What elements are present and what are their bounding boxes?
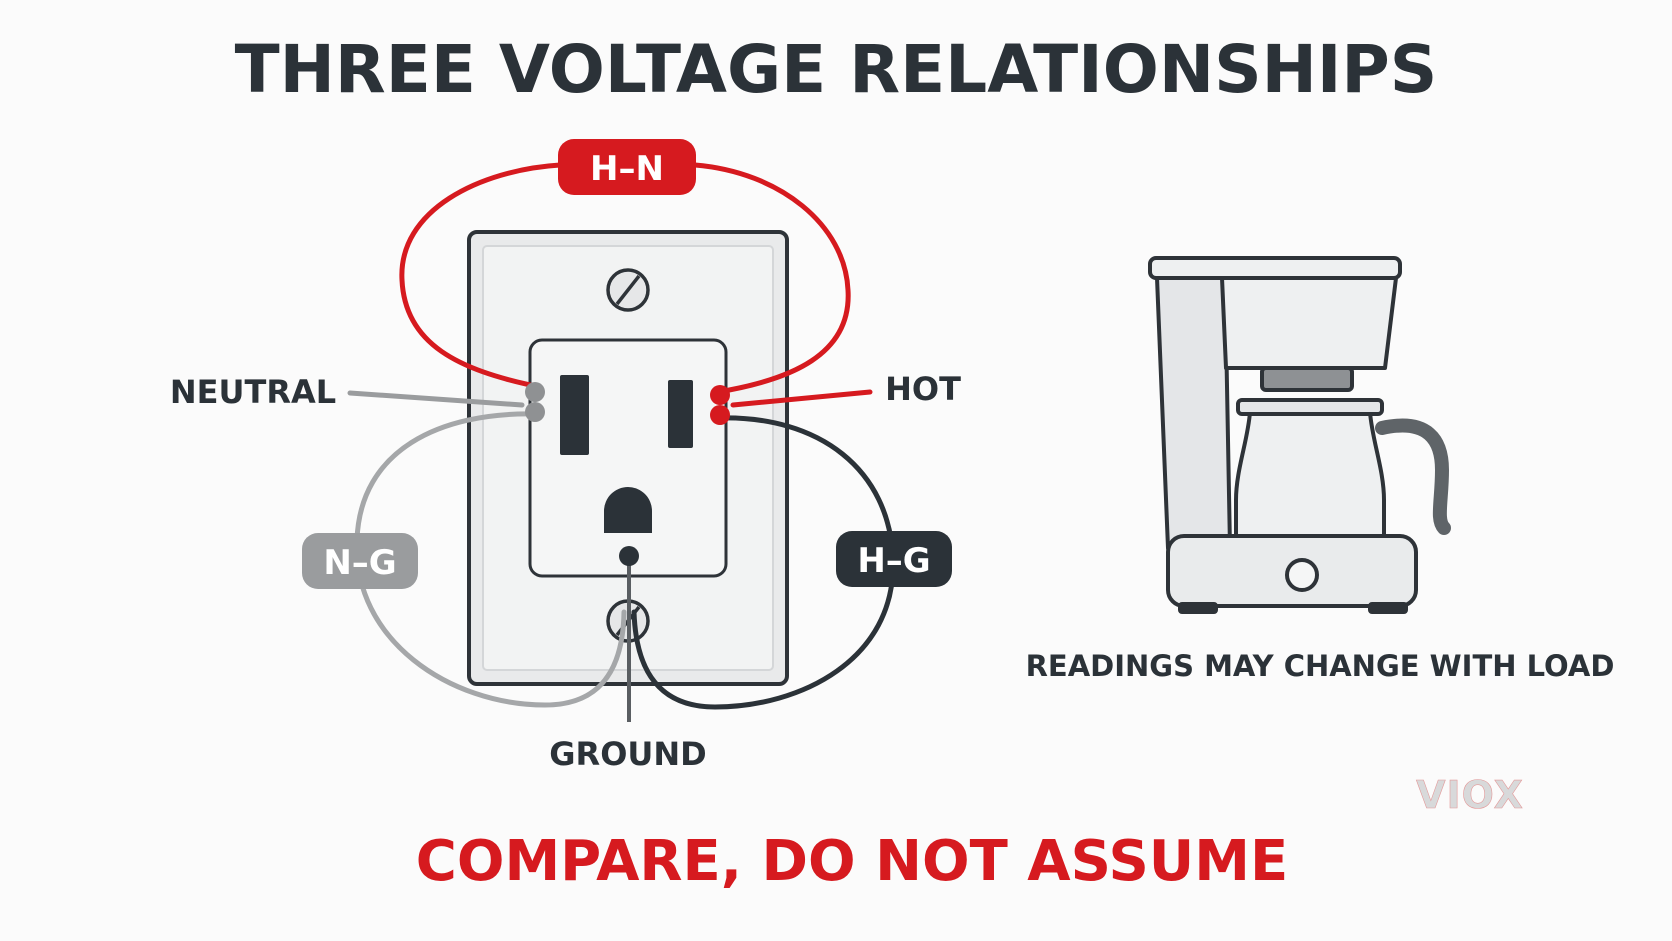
hot-ground-wire xyxy=(631,415,896,710)
appliance-note: READINGS MAY CHANGE WITH LOAD xyxy=(1026,649,1615,683)
svg-text:H–N: H–N xyxy=(590,149,664,189)
ground-probe xyxy=(619,546,639,722)
top-screw-icon xyxy=(606,268,650,312)
neutral-ground-pill: N–G xyxy=(302,533,418,589)
svg-text:H–G: H–G xyxy=(857,541,930,581)
hot-slot xyxy=(668,380,693,448)
hot-probe xyxy=(710,385,873,425)
footer-slogan: COMPARE, DO NOT ASSUME xyxy=(416,829,1289,894)
neutral-slot xyxy=(560,375,589,455)
svg-text:N–G: N–G xyxy=(323,543,396,583)
neutral-probe xyxy=(347,382,545,422)
coffee-maker-icon xyxy=(1148,256,1451,614)
page-title: THREE VOLTAGE RELATIONSHIPS xyxy=(235,31,1438,108)
ground-label: GROUND xyxy=(549,735,706,773)
svg-text:VIOX: VIOX xyxy=(1416,773,1524,817)
receptacle-face xyxy=(528,338,728,578)
hot-label: HOT xyxy=(885,370,961,408)
neutral-ground-wire xyxy=(354,411,627,708)
hot-neutral-wire xyxy=(399,162,851,395)
viox-logo: VIOX xyxy=(1416,773,1524,818)
hot-neutral-pill: H–N xyxy=(558,139,696,195)
neutral-label: NEUTRAL xyxy=(170,373,336,411)
ground-hole xyxy=(604,487,652,533)
hot-ground-pill: H–G xyxy=(836,531,952,587)
